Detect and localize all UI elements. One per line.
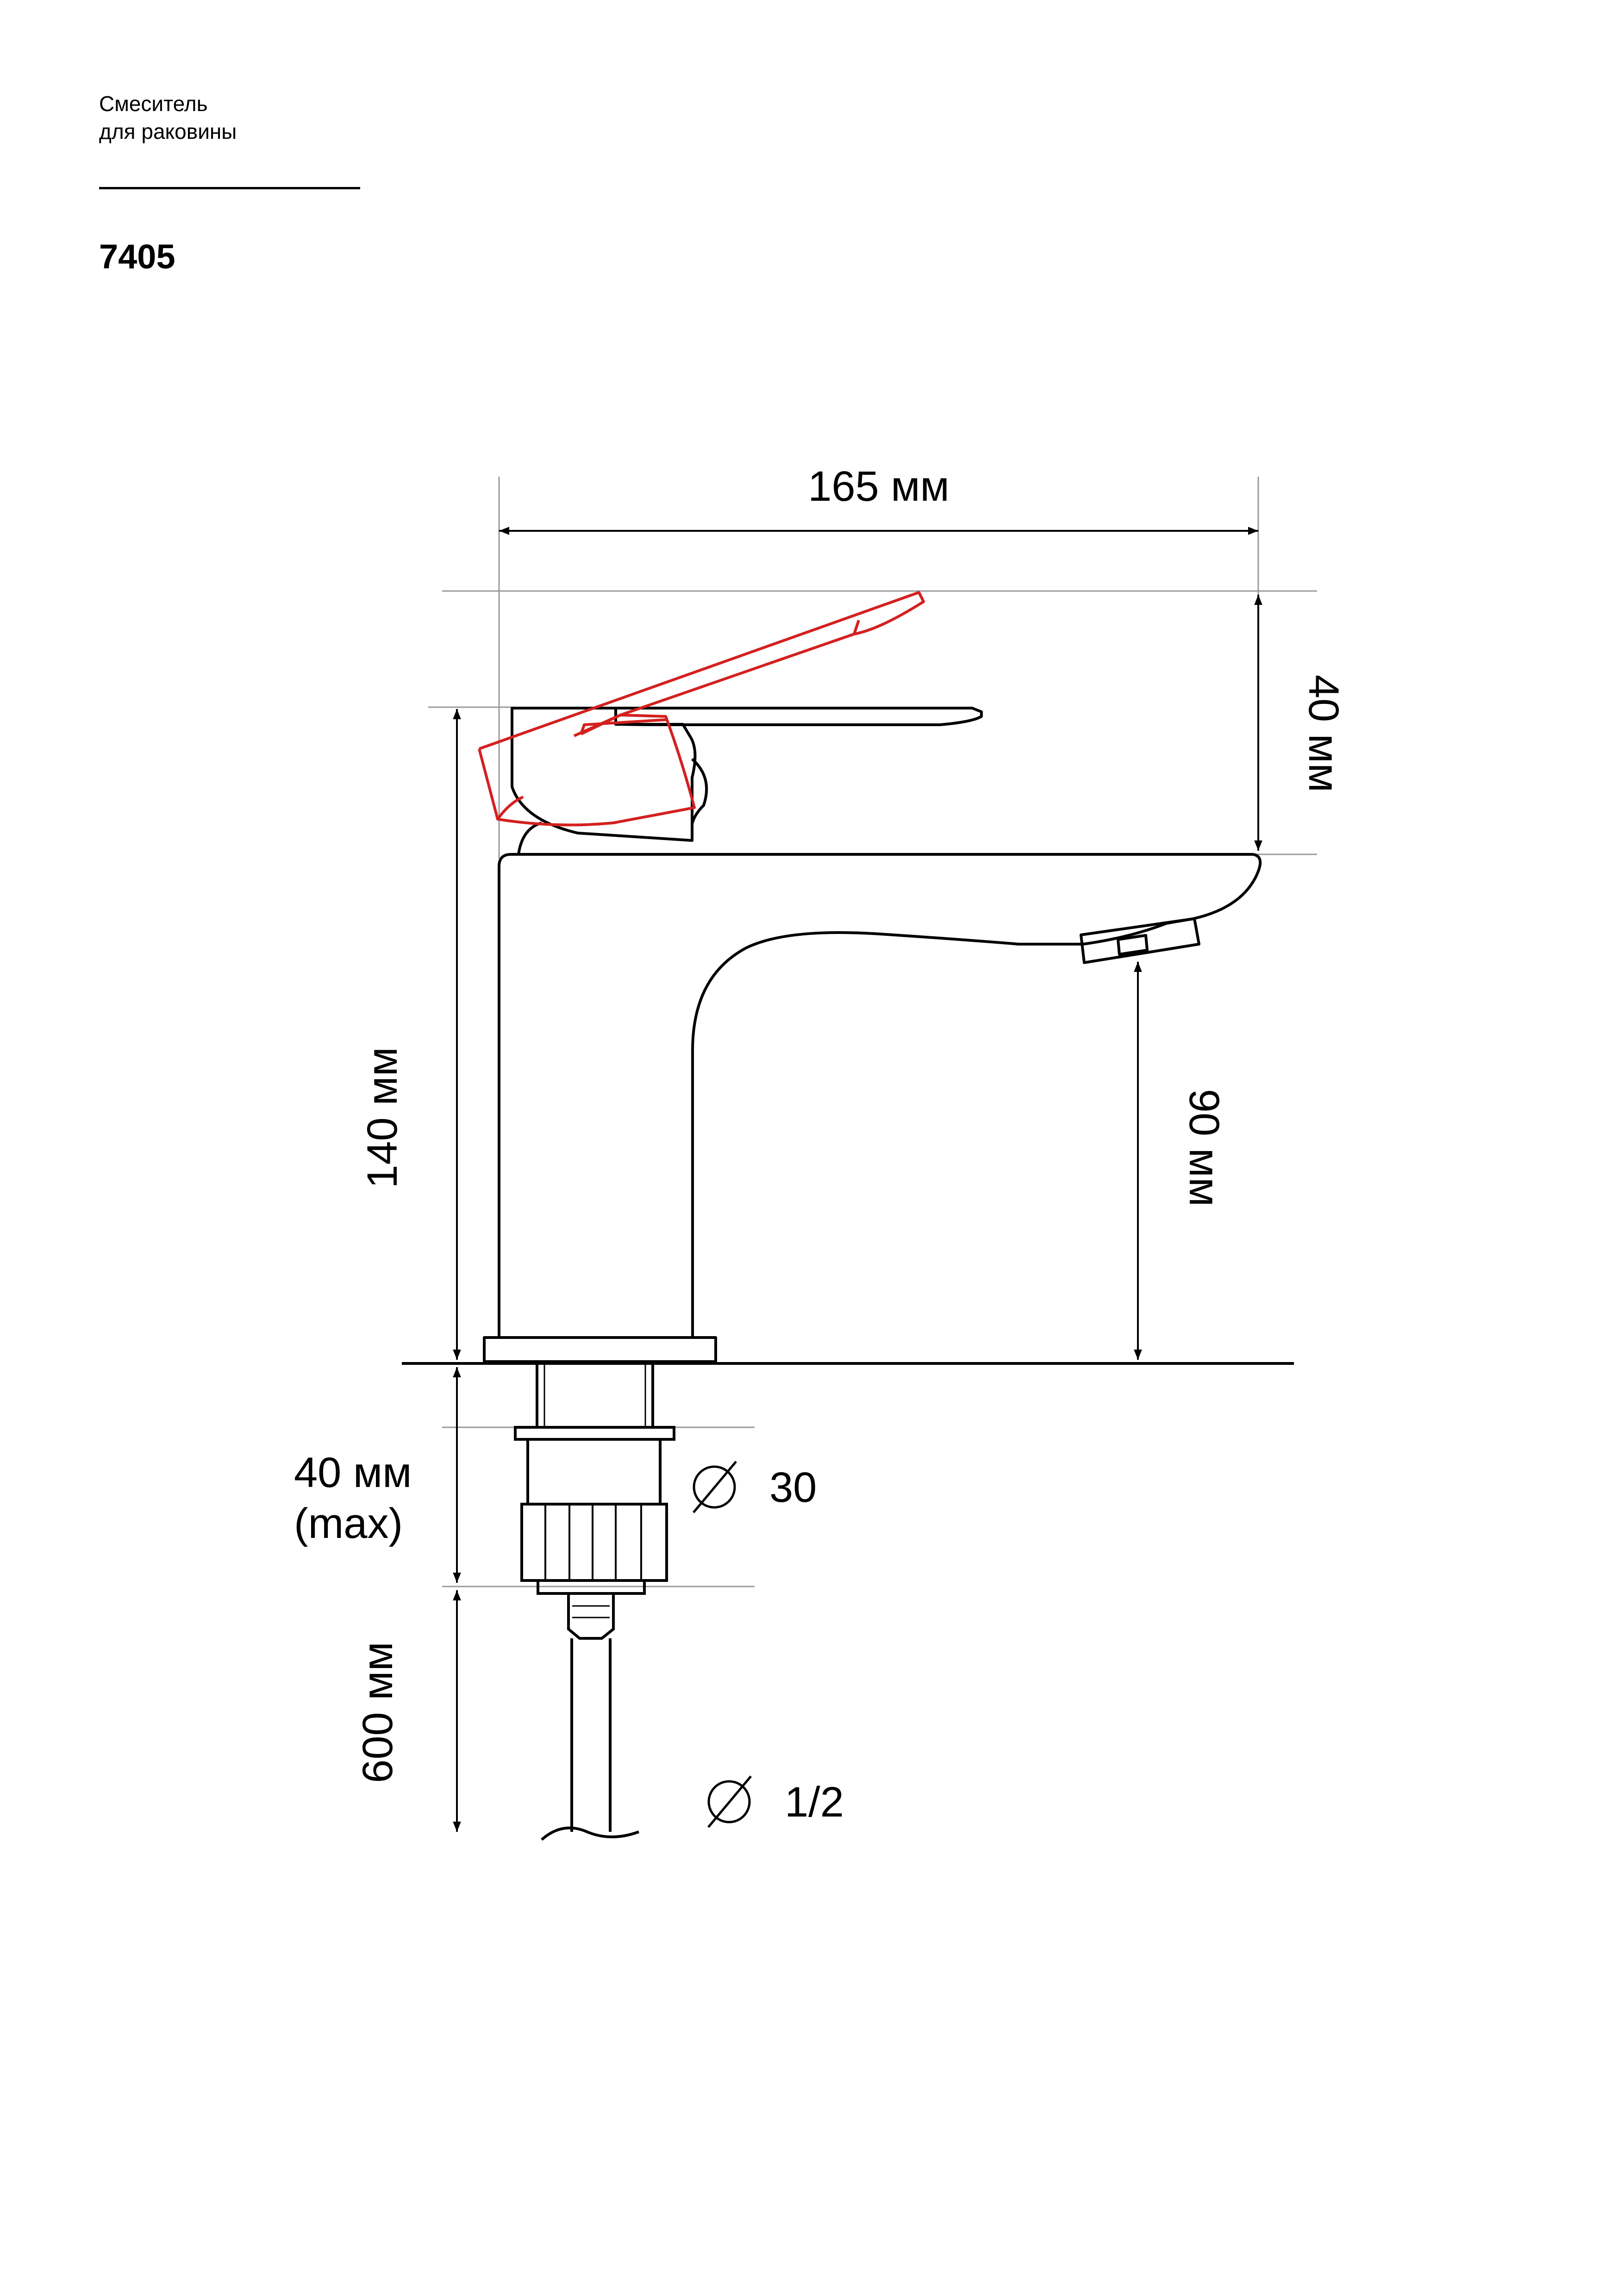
raised-body (478, 714, 696, 827)
dim-height-label: 140 мм (359, 1047, 406, 1188)
raised-body-side (496, 796, 524, 820)
faucet-body (483, 707, 1262, 1363)
diameter-icons (693, 1461, 752, 1828)
raised-body-inner (580, 718, 667, 734)
dim-spout-height-label: 90 мм (1181, 1089, 1228, 1207)
dim-handle-lift-label: 40 мм (1300, 675, 1347, 792)
dim-mount-note: (max) (294, 1500, 403, 1547)
diameter-icon (693, 1461, 737, 1513)
flexible-hose (570, 1638, 612, 1832)
base-flange (483, 1336, 717, 1363)
mounting-assembly (514, 1362, 675, 1841)
product-type-line2: для раковины (99, 119, 237, 143)
washer-neck (526, 1438, 662, 1506)
shank-upper (536, 1362, 654, 1429)
thread-diameter-label: 1/2 (785, 1779, 844, 1826)
spout-body (498, 853, 1262, 1338)
dimension-lines (453, 527, 1262, 1832)
model-number: 7405 (99, 237, 175, 276)
header-divider (99, 187, 360, 189)
hose-fitting (567, 1592, 615, 1640)
dim-mount-label: 40 мм (294, 1449, 412, 1496)
hole-diameter-label: 30 (769, 1464, 817, 1511)
aerator (1080, 917, 1200, 964)
raised-lever-tip (853, 620, 860, 635)
extension-lines (428, 477, 1317, 1587)
raised-handle (478, 591, 925, 827)
diameter-icon (707, 1775, 752, 1828)
handle-body (511, 707, 697, 842)
fixing-nut (520, 1503, 668, 1582)
fixing-washer (514, 1426, 675, 1441)
dim-hose-label: 600 мм (354, 1642, 401, 1783)
aerator-slot (1117, 934, 1149, 956)
dim-width-label: 165 мм (808, 463, 949, 510)
handle-lever (512, 707, 983, 726)
handle-base-curve (517, 821, 542, 855)
hose-break (541, 1826, 640, 1841)
cartridge-ring (691, 758, 708, 824)
product-type-line1: Смеситель (99, 92, 208, 116)
